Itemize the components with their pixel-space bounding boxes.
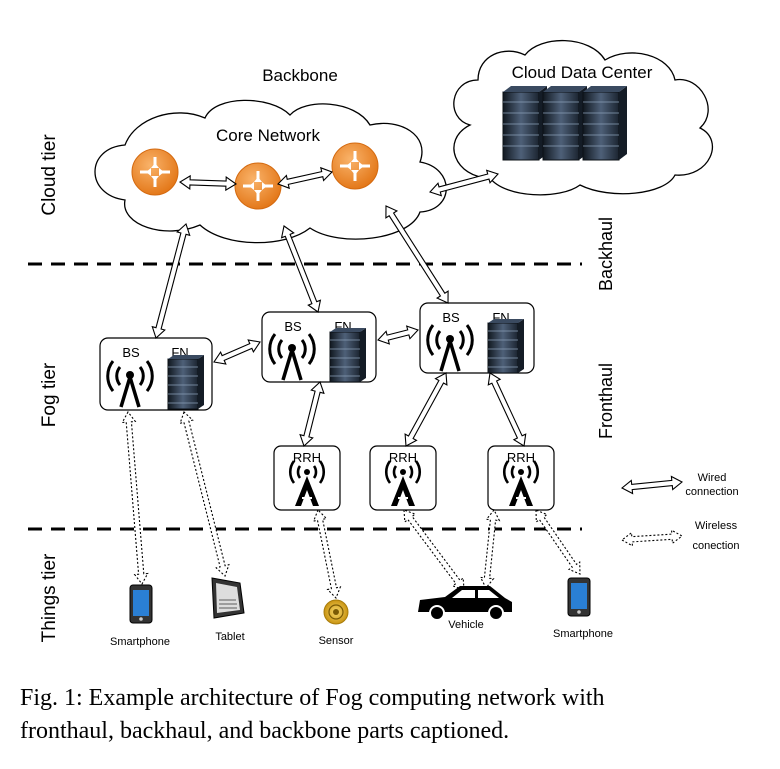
vehicle-icon [418, 586, 512, 621]
wired-arrow [280, 225, 322, 313]
wired-arrow [178, 174, 238, 192]
figure-caption: Fig. 1: Example architecture of Fog comp… [20, 682, 770, 748]
wireless-arrow [312, 509, 342, 599]
legend-wired-label: Wired [698, 472, 727, 484]
fog-node: BS FN [99, 337, 213, 411]
core-network-label: Core Network [216, 126, 320, 145]
smartphone-icon [567, 577, 591, 617]
wired-arrow [385, 205, 449, 304]
legend: Wired connection Wireless conection [620, 472, 740, 552]
wireless-arrow [403, 509, 465, 591]
server-icon [329, 327, 367, 383]
cloud-tier-label: Cloud tier [39, 134, 60, 216]
legend-wired-arrow [620, 475, 684, 495]
wired-arrow [151, 223, 191, 339]
smartphone-icon [129, 584, 153, 624]
wired-arrow [377, 325, 419, 345]
vehicle-label: Vehicle [448, 619, 483, 631]
wireless-arrow [121, 410, 149, 586]
legend-wireless-arrow [620, 529, 684, 547]
legend-wireless-label: conection [692, 540, 739, 552]
rrh-label: RRH [507, 450, 535, 465]
tablet-icon [211, 577, 245, 619]
bs-label: BS [122, 345, 140, 360]
wired-arrow [277, 166, 333, 190]
caption-line: fronthaul, backhaul, and backbone parts … [20, 718, 510, 744]
legend-wired-label: connection [685, 486, 738, 498]
fog-node: BS FN [261, 311, 377, 383]
bs-label: BS [442, 310, 460, 325]
legend-wireless-label: Wireless [695, 520, 738, 532]
wired-arrow [299, 381, 325, 447]
wired-arrow [404, 372, 448, 447]
tablet-label: Tablet [215, 631, 244, 643]
backbone-label: Backbone [262, 66, 338, 85]
cloud-data-center-label: Cloud Data Center [512, 63, 653, 82]
router-icon [130, 147, 180, 197]
wired-arrow [429, 169, 499, 197]
bs-label: BS [284, 319, 302, 334]
rrh-label: RRH [389, 450, 417, 465]
router-icon [233, 161, 283, 211]
wired-arrow [213, 339, 261, 365]
server-icon [167, 354, 205, 410]
fog-architecture-diagram: Backbone Core Network Cloud Data Center … [28, 39, 740, 648]
data-center-servers [502, 85, 628, 161]
fronthaul-label: Fronthaul [596, 363, 616, 439]
server-icon [487, 318, 525, 374]
wireless-arrow [535, 509, 581, 575]
router-icon [330, 141, 380, 191]
backhaul-label: Backhaul [596, 217, 616, 291]
things-tier-label: Things tier [39, 553, 60, 642]
smartphone-label: Smartphone [110, 636, 170, 648]
wired-links [151, 166, 527, 447]
sensor-icon [323, 599, 349, 625]
rrh-node: RRH [487, 445, 555, 511]
wireless-arrow [179, 411, 230, 577]
fog-tier-label: Fog tier [39, 362, 60, 427]
wired-arrow [487, 372, 527, 447]
fog-node: BS FN [419, 302, 535, 374]
rrh-node: RRH [369, 445, 437, 511]
wireless-links [121, 410, 581, 599]
rrh-label: RRH [293, 450, 321, 465]
sensor-label: Sensor [319, 635, 354, 647]
caption-line: Fig. 1: Example architecture of Fog comp… [20, 685, 605, 711]
wireless-arrow [479, 508, 501, 590]
rrh-node: RRH [273, 445, 341, 511]
smartphone-label: Smartphone [553, 628, 613, 640]
